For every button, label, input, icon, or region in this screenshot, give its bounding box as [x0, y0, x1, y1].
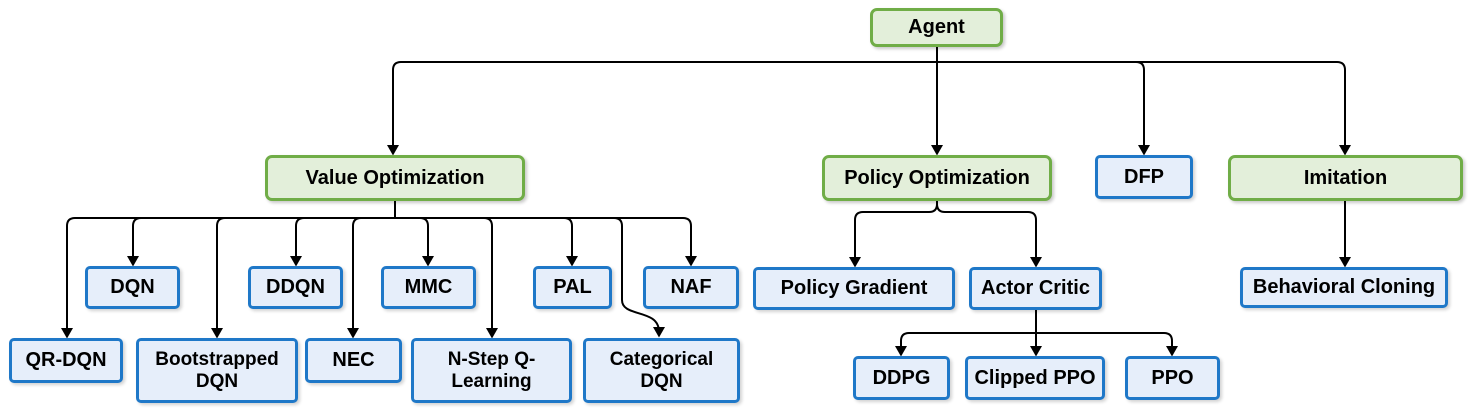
edge-valueopt-pal	[395, 217, 578, 267]
edge-actorcritic-ppo	[1036, 332, 1178, 357]
node-behavioral-cloning: Behavioral Cloning	[1240, 267, 1448, 308]
edge-policyopt-actor-critic	[936, 201, 1042, 268]
node-dfp: DFP	[1095, 155, 1193, 199]
node-nec: NEC	[305, 338, 402, 383]
edge-agent-dfp	[937, 61, 1150, 156]
node-mmc: MMC	[381, 266, 476, 309]
edge-actorcritic-ddpg	[895, 332, 1036, 357]
node-bootstrapped-dqn: Bootstrapped DQN	[136, 338, 298, 403]
node-pal: PAL	[533, 266, 612, 309]
node-ddqn: DDQN	[248, 266, 343, 309]
edge-valueopt-nec	[347, 217, 395, 339]
edge-valueopt-mmc	[395, 217, 434, 267]
edge-policyopt-policy-gradient	[849, 201, 938, 268]
node-categorical-dqn: Categorical DQN	[583, 338, 740, 403]
node-ppo: PPO	[1125, 356, 1220, 400]
node-qr-dqn: QR-DQN	[9, 338, 123, 383]
node-value-optimization: Value Optimization	[265, 155, 525, 201]
edge-agent-imitation	[937, 61, 1351, 156]
node-clipped-ppo: Clipped PPO	[965, 356, 1105, 400]
node-ddpg: DDPG	[853, 356, 950, 400]
edge-valueopt-qr-dqn	[61, 217, 395, 339]
edge-valueopt-bootstrapped-dqn	[211, 217, 395, 339]
edge-valueopt-dqn	[127, 217, 395, 267]
edge-agent-value-optimization	[387, 61, 937, 156]
edge-valueopt-naf	[395, 217, 697, 267]
node-agent: Agent	[870, 8, 1003, 47]
node-imitation: Imitation	[1228, 155, 1463, 201]
node-naf: NAF	[643, 266, 739, 309]
node-policy-gradient: Policy Gradient	[753, 267, 955, 310]
node-policy-optimization: Policy Optimization	[822, 155, 1052, 201]
edge-valueopt-ddqn	[290, 217, 395, 267]
node-dqn: DQN	[85, 266, 180, 309]
node-n-step-q-learning: N-Step Q-Learning	[411, 338, 572, 403]
node-actor-critic: Actor Critic	[969, 267, 1102, 310]
